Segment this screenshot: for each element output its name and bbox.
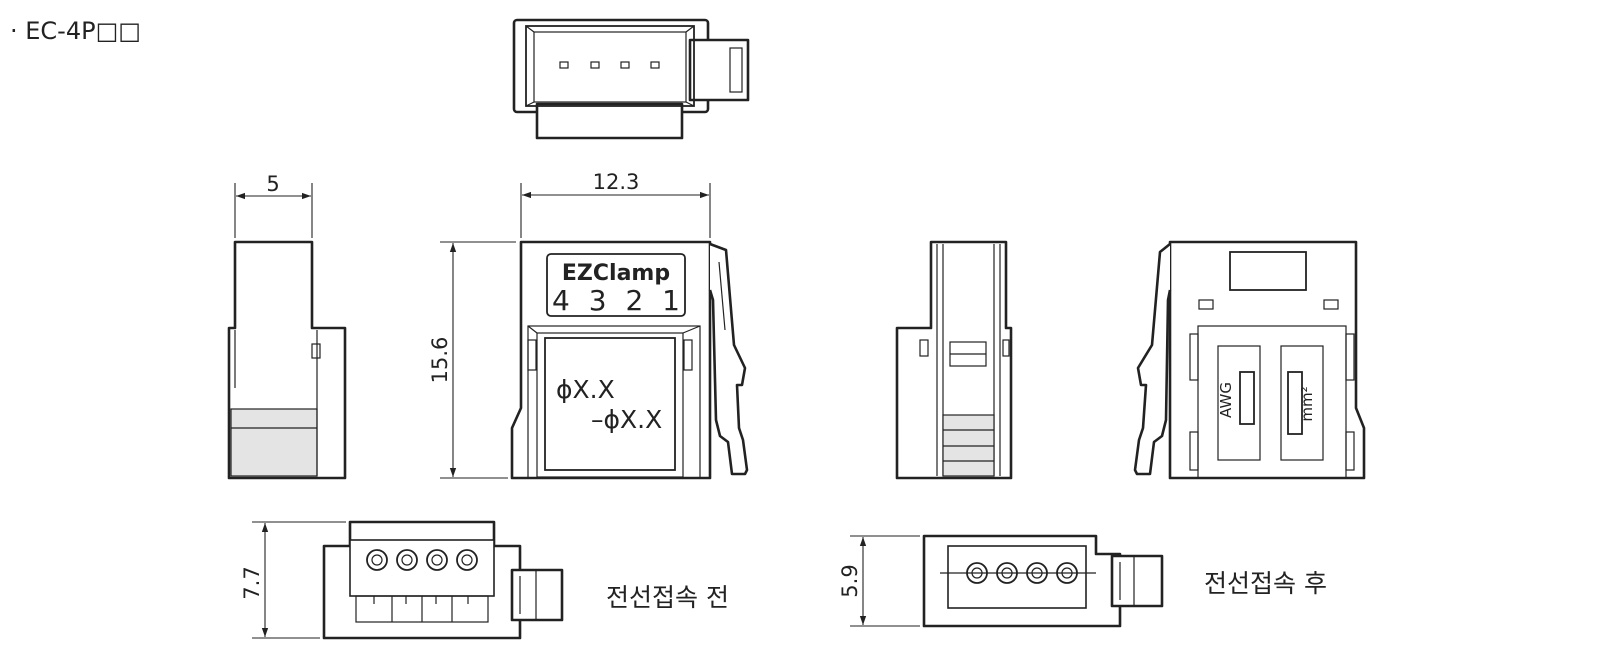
dim-front-height: 15.6 [428,337,452,384]
awg-label: AWG [1217,382,1235,418]
back-view: AWG mm² [1133,240,1366,480]
mm2-label: mm² [1298,386,1316,421]
caption-after: 전선접속 후 [1204,569,1327,598]
dim-front-width: 12.3 [593,170,640,194]
front-view: EZClamp 4 3 2 1 ϕX.X –ϕX.X 12.3 15.6 [428,170,749,480]
side-view-right [895,240,1013,480]
dim-after-height: 5.9 [838,564,862,597]
brand-label: EZClamp [562,261,670,286]
title: · EC-4P□□ [10,17,141,45]
wire-diameter: ϕX.X [556,375,615,404]
before-connection-view: 7.7 전선접속 전 [240,520,729,640]
dim-before-height: 7.7 [240,566,264,599]
top-view [512,18,750,140]
after-connection-view: 5.9 전선접속 후 [838,534,1327,628]
insulation-diameter: –ϕX.X [591,405,662,434]
pin-numbers: 4 3 2 1 [552,284,680,317]
caption-before: 전선접속 전 [606,583,729,612]
dim-side-width: 5 [266,172,279,196]
side-view: 5 [227,172,347,480]
